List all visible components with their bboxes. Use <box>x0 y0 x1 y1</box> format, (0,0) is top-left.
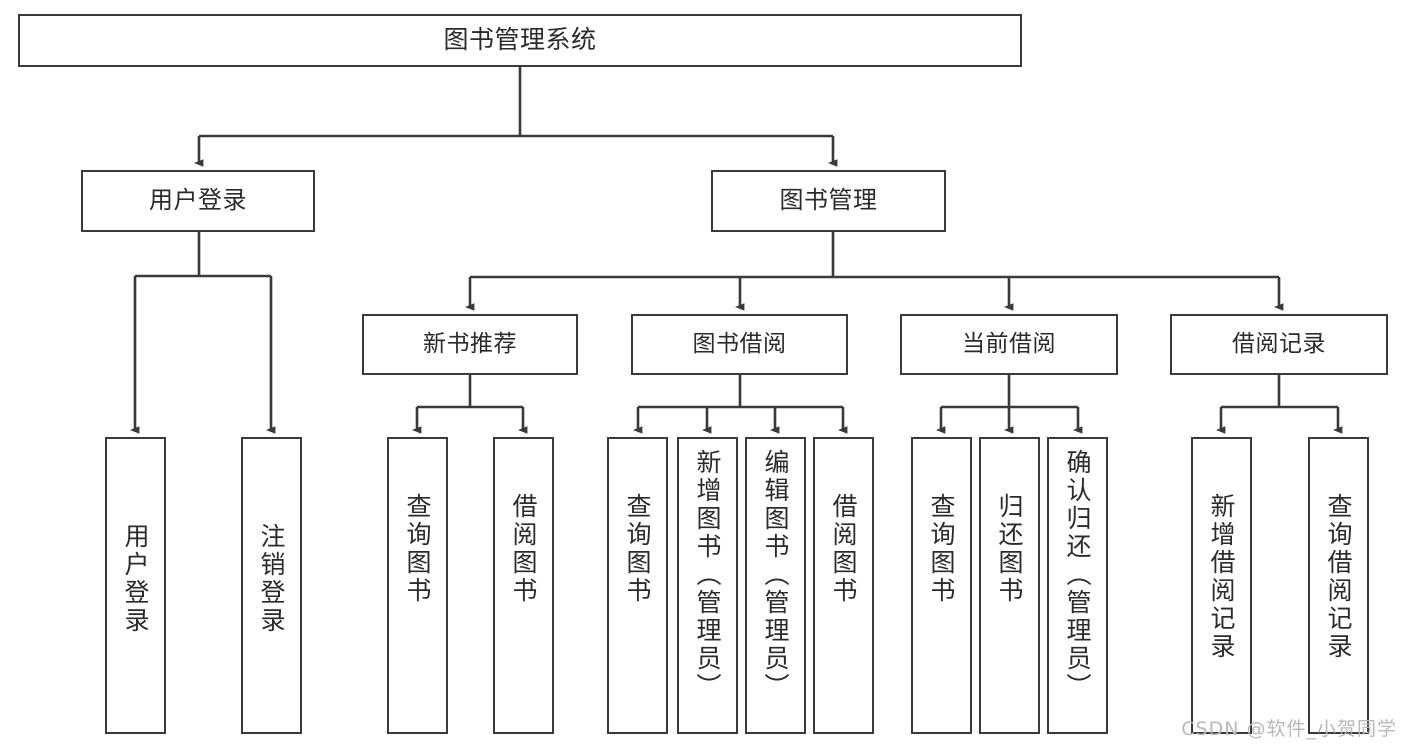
leaf-query-book-borrow[interactable]: 查询图书 <box>607 437 668 734</box>
leaf-return-book[interactable]: 归还图书 <box>979 437 1040 734</box>
node-new-book-recommend[interactable]: 新书推荐 <box>362 314 578 375</box>
node-label: 借阅记录 <box>1232 331 1326 358</box>
node-label: 编辑图书（管理员） <box>761 449 790 701</box>
leaf-query-borrow-record[interactable]: 查询借阅记录 <box>1308 437 1369 734</box>
leaf-edit-book[interactable]: 编辑图书（管理员） <box>745 437 806 734</box>
node-label: 确认归还（管理员） <box>1063 449 1092 701</box>
leaf-borrow-book-recommend[interactable]: 借阅图书 <box>493 437 554 734</box>
node-label: 图书管理 <box>779 186 878 215</box>
leaf-confirm-return[interactable]: 确认归还（管理员） <box>1047 437 1108 734</box>
node-label: 新增借阅记录 <box>1207 493 1236 661</box>
node-root-system[interactable]: 图书管理系统 <box>18 14 1022 67</box>
leaf-query-book-recommend[interactable]: 查询图书 <box>387 437 448 734</box>
node-book-borrow[interactable]: 图书借阅 <box>631 314 848 375</box>
node-label: 图书管理系统 <box>443 25 597 55</box>
node-label: 借阅图书 <box>509 493 538 605</box>
node-current-borrow[interactable]: 当前借阅 <box>900 314 1118 375</box>
node-label: 新增图书（管理员） <box>693 449 722 701</box>
node-label: 注销登录 <box>257 523 286 635</box>
node-label: 用户登录 <box>121 523 150 635</box>
node-label: 新书推荐 <box>423 331 517 358</box>
node-label: 当前借阅 <box>962 331 1056 358</box>
node-label: 查询借阅记录 <box>1324 493 1353 661</box>
node-label: 归还图书 <box>995 493 1024 605</box>
node-book-manage[interactable]: 图书管理 <box>711 170 946 232</box>
leaf-add-book[interactable]: 新增图书（管理员） <box>677 437 738 734</box>
node-borrow-record[interactable]: 借阅记录 <box>1170 314 1388 375</box>
node-label: 查询图书 <box>403 493 432 605</box>
node-label: 查询图书 <box>927 493 956 605</box>
node-label: 借阅图书 <box>829 493 858 605</box>
leaf-add-borrow-record[interactable]: 新增借阅记录 <box>1191 437 1252 734</box>
node-label: 用户登录 <box>149 186 247 215</box>
node-user-login[interactable]: 用户登录 <box>81 170 315 232</box>
node-label: 图书借阅 <box>692 331 787 358</box>
leaf-logout-login[interactable]: 注销登录 <box>241 437 302 734</box>
leaf-user-login[interactable]: 用户登录 <box>105 437 166 734</box>
watermark-text: CSDN @软件_小贺同学 <box>1181 718 1397 740</box>
leaf-borrow-book[interactable]: 借阅图书 <box>813 437 874 734</box>
node-label: 查询图书 <box>623 493 652 605</box>
leaf-query-book-current[interactable]: 查询图书 <box>911 437 972 734</box>
